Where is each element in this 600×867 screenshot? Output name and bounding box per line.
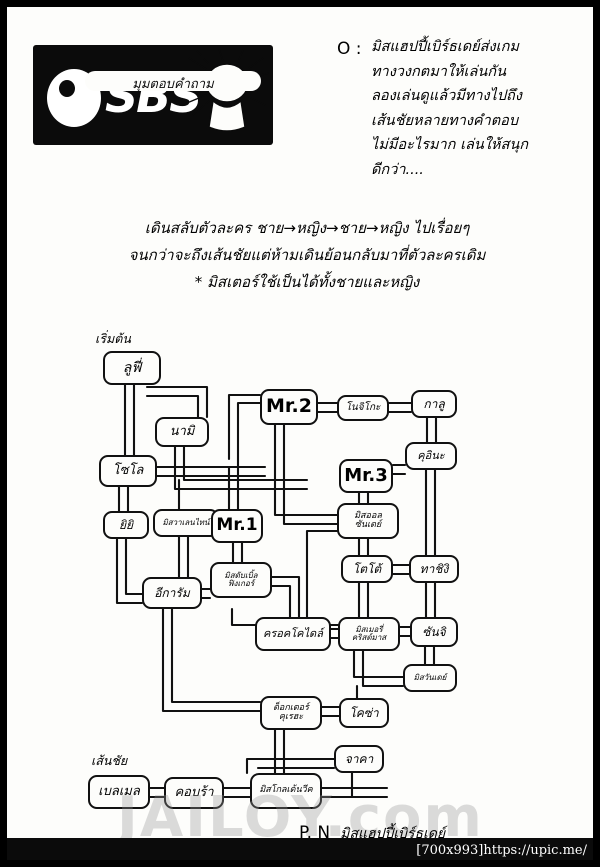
maze-node-doublefinger: มิสดับเบิ้ลฟิงเกอร์ bbox=[210, 562, 272, 598]
maze-node-tashigi: ทาชิงิ bbox=[409, 555, 459, 583]
question-text: มิสแฮปปี้เบิร์ธเดย์ส่งเกม ทางวงกตมาให้เล… bbox=[371, 35, 587, 182]
maze-node-label: โนจิโกะ bbox=[345, 401, 381, 413]
rules-line: จนกว่าจะถึงเส้นชัยแต่ห้ามเดินย้อนกลับมาท… bbox=[128, 246, 486, 264]
footer-bar bbox=[7, 838, 593, 860]
question-marker: O : bbox=[337, 39, 362, 59]
maze-connections bbox=[115, 383, 438, 799]
maze-node-merrychristmas: มิสเมอรี่คริสต์มาส bbox=[338, 617, 400, 651]
maze-node-kuina: คุอินะ bbox=[405, 442, 457, 470]
maze-node-mr1: Mr.1 bbox=[211, 509, 263, 543]
maze-node-label: โคซ่า bbox=[349, 705, 379, 720]
maze-node-bellemere: เบลเมล bbox=[88, 775, 150, 809]
maze-node-label: Mr.1 bbox=[216, 515, 258, 536]
question-line: เส้นชัยหลายทางคำตอบ bbox=[371, 112, 519, 129]
old-man-face-icon bbox=[186, 49, 269, 132]
maze-node-yiyi: ยิยิ bbox=[103, 511, 149, 539]
maze-node-chaka: จาคา bbox=[334, 745, 384, 773]
maze-node-label: นามิ bbox=[169, 424, 195, 440]
maze-node-nami: นามิ bbox=[155, 417, 209, 447]
maze-start-label: เริ่มต้น bbox=[95, 331, 131, 346]
caption-backdrop bbox=[85, 71, 261, 91]
maze-node-label: ด็อกเตอร์คุเรฮะ bbox=[273, 702, 309, 722]
maze-node-label: ยิยิ bbox=[118, 517, 134, 532]
maze-node-cobra: คอบร้า bbox=[164, 777, 224, 809]
maze-node-label: Mr.3 bbox=[344, 464, 388, 486]
maze-node-label: ซันจิ bbox=[422, 624, 446, 639]
maze-node-nojiko: โนจิโกะ bbox=[337, 395, 389, 421]
maze-node-label: คอบร้า bbox=[174, 785, 214, 801]
maze-node-zoro: โซโล bbox=[99, 455, 157, 487]
maze-node-label: มิสวาเลนไทน์ bbox=[162, 517, 210, 527]
maze-node-goldenweek: มิสโกลเด้นวีค bbox=[250, 773, 322, 809]
maze-node-label: โตโต้ bbox=[352, 561, 382, 576]
maze-node-label: มิสเมอรี่คริสต์มาส bbox=[351, 624, 387, 642]
maze-node-sanji: ซันจิ bbox=[410, 617, 458, 647]
footer-source: [700x993]https://upic.me/ bbox=[416, 843, 587, 858]
maze-node-crocodile: ครอคโคไดล์ bbox=[255, 617, 331, 651]
footer-url: https://upic.me/ bbox=[483, 843, 587, 858]
maze-node-label: ลูฟี่ bbox=[122, 359, 142, 376]
page-paper: SBS มุมตอบคำถาม O : bbox=[7, 7, 593, 860]
sbs-caption: มุมตอบคำถาม bbox=[132, 77, 214, 92]
rules-line: * มิสเตอร์ใช้เป็นได้ทั้งชายและหญิง bbox=[194, 273, 420, 291]
rules-line: เดินสลับตัวละคร ชาย→หญิง→ชาย→หญิง ไปเรื่… bbox=[144, 219, 470, 237]
maze-node-mr2: Mr.2 bbox=[260, 389, 318, 425]
question-line: มิสแฮปปี้เบิร์ธเดย์ส่งเกม bbox=[371, 39, 519, 55]
maze-node-mr3: Mr.3 bbox=[339, 459, 393, 493]
maze-node-toto: โตโต้ bbox=[341, 555, 393, 583]
maze-node-label: เบลเมล bbox=[98, 784, 140, 800]
maze-node-kohza: โคซ่า bbox=[339, 698, 389, 728]
maze-node-label: มิสวันเดย์ bbox=[413, 672, 447, 682]
rules-block: เดินสลับตัวละคร ชาย→หญิง→ชาย→หญิง ไปเรื่… bbox=[7, 215, 593, 296]
maze-node-label: Mr.2 bbox=[265, 395, 312, 418]
footer-dimensions: [700x993] bbox=[416, 843, 484, 858]
question-line: ทางวงกตมาให้เล่นกัน bbox=[371, 63, 506, 80]
maze-node-label: กาลู bbox=[423, 396, 445, 411]
maze-node-label: คุอินะ bbox=[417, 449, 445, 463]
maze-diagram: ลูฟี่นามิโซโล Mr.2 โนจิโกะ กาลูคุอินะ Mr.3 ยิ… bbox=[7, 307, 593, 860]
maze-node-missallsunday: มิสออลซันเดย์ bbox=[337, 503, 399, 539]
maze-node-label: มิสออลซันเดย์ bbox=[354, 510, 382, 530]
maze-node-kureha: ด็อกเตอร์คุเรฮะ bbox=[260, 696, 322, 730]
maze-finish-label: เส้นชัย bbox=[91, 753, 128, 768]
maze-node-label: จาคา bbox=[344, 751, 374, 766]
maze-node-igaram: อีการัม bbox=[142, 577, 202, 609]
maze-node-luffy: ลูฟี่ bbox=[103, 351, 161, 385]
question-line: ดีกว่า.... bbox=[371, 161, 424, 178]
sbs-logo-block: SBS มุมตอบคำถาม bbox=[33, 45, 273, 145]
maze-node-label: มิสดับเบิ้ลฟิงเกอร์ bbox=[224, 570, 258, 588]
maze-node-label: ครอคโคไดล์ bbox=[263, 627, 323, 641]
maze-node-missvalentine: มิสวาเลนไทน์ bbox=[153, 509, 219, 537]
maze-node-label: อีการัม bbox=[154, 585, 190, 600]
maze-node-label: มิสโกลเด้นวีค bbox=[259, 785, 313, 796]
question-line: ไม่มีอะไรมาก เล่นให้สนุก bbox=[371, 137, 529, 153]
question-line: ลองเล่นดูแล้วมีทางไปถึง bbox=[371, 88, 522, 104]
maze-node-karoo: กาลู bbox=[411, 390, 457, 418]
maze-node-label: โซโล bbox=[112, 463, 144, 479]
maze-node-misswednesday: มิสวันเดย์ bbox=[403, 664, 457, 692]
maze-node-label: ทาชิงิ bbox=[419, 561, 449, 576]
